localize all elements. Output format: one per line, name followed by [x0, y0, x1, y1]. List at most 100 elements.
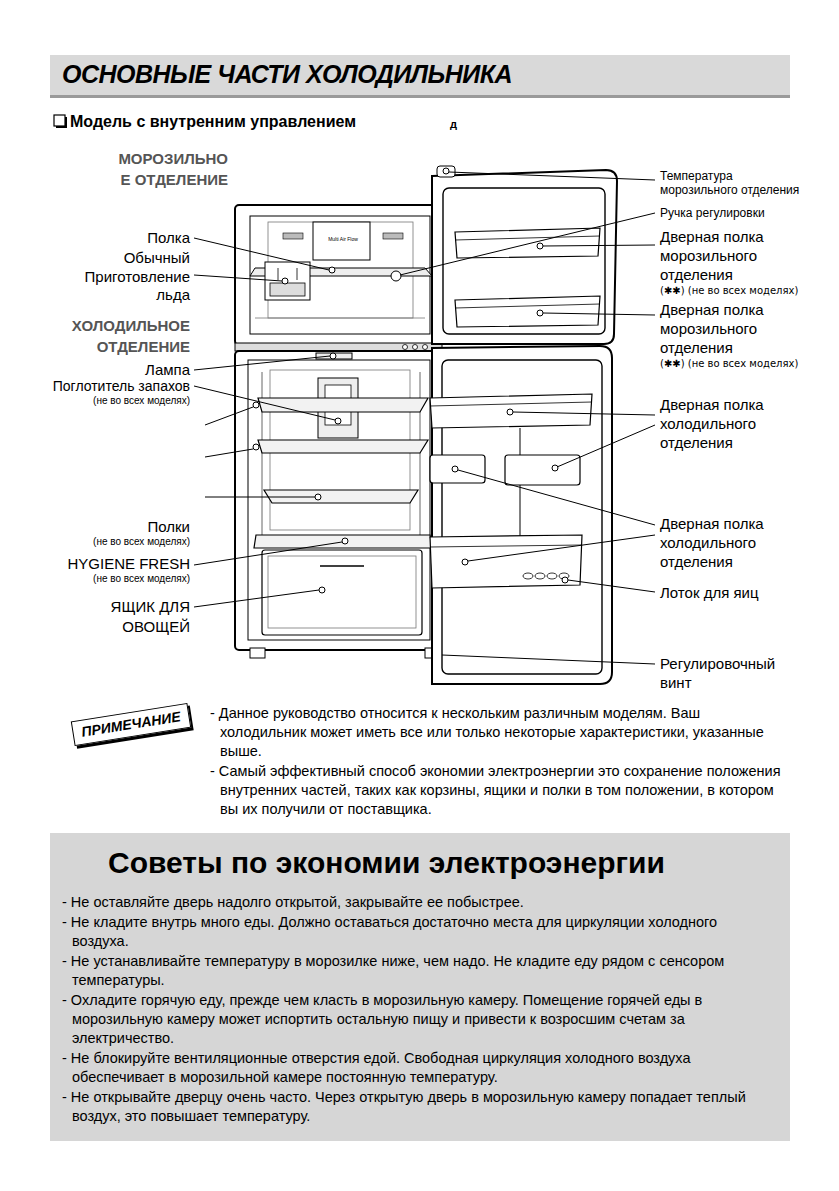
part-label-wrap: Обычный Приготовление льда — [78, 249, 190, 305]
drawing-part — [235, 343, 442, 351]
drawing-part — [391, 271, 401, 281]
compartment-name-wrap: ХОЛОДИЛЬНОЕ ОТДЕЛЕНИЕ — [40, 315, 190, 357]
tip-item: - Не кладите внутрь много еды. Должно ос… — [62, 913, 776, 951]
compartment-name: МОРОЗИЛЬНО Е ОТДЕЛЕНИЕ — [112, 148, 228, 190]
drawing-part — [205, 449, 253, 457]
part-label-wrap: Полки — [80, 518, 190, 536]
drawing-part — [297, 268, 298, 280]
tip-item: - Не устанавливайте температуру в морози… — [62, 952, 776, 990]
part-label: Полки — [80, 518, 190, 536]
drawing-part — [194, 275, 282, 281]
availability-note-wrap: (не во всех моделях) — [20, 535, 190, 548]
drawing-part — [562, 577, 568, 583]
drawing-part — [315, 494, 321, 500]
part-label: Обычный Приготовление льда — [78, 249, 190, 305]
drawing-part — [458, 470, 655, 525]
drawing-part — [316, 353, 352, 359]
drawing-part — [282, 278, 288, 284]
drawing-part — [235, 351, 442, 650]
drawing-part — [54, 115, 65, 126]
availability-note-wrap: (✱✱) (не во всех моделях) — [660, 357, 835, 370]
drawing-part — [505, 455, 580, 485]
drawing-part — [283, 233, 303, 239]
drawing-part — [254, 535, 432, 548]
drawing-part — [442, 655, 655, 664]
section-heading-wrap: Модель с внутренним управлением — [70, 112, 440, 132]
part-label-wrap: Поглотитель запахов — [20, 378, 190, 394]
drawing-part — [413, 345, 418, 350]
part-label-wrap: Дверная полка холодильного отделения — [660, 514, 795, 571]
note-stamp: ПРИМЕЧАНИЕ — [71, 703, 191, 746]
drawing-part — [282, 243, 568, 593]
tips-panel: Советы по экономии электроэнергии- Не ос… — [50, 833, 790, 1141]
mark-letter: д — [450, 117, 470, 131]
part-label: Температура морозильного отделения — [660, 169, 810, 197]
part-label: Дверная полка холодильного отделения — [660, 514, 795, 571]
panel-text: Multi Air Flow — [315, 236, 371, 242]
part-label-wrap: Полка — [80, 229, 190, 247]
drawing-part — [258, 398, 428, 412]
availability-note: (не во всех моделях) — [20, 572, 190, 585]
part-label-wrap: Лоток для яиц — [660, 584, 830, 602]
drawing-part — [443, 168, 449, 174]
drawing-part — [543, 245, 655, 246]
drawing-part — [430, 535, 582, 588]
drawing-part — [537, 310, 543, 316]
part-label-wrap: Лампа — [80, 361, 190, 379]
drawing-part — [523, 573, 533, 579]
part-label-wrap: Дверная полка морозильного отделения — [660, 227, 795, 284]
availability-note: (✱✱) (не во всех моделях) — [660, 284, 835, 297]
drawing-part — [330, 353, 336, 359]
tip-item: - Не открывайте дверцу очень часто. Чере… — [62, 1088, 776, 1126]
drawing-part — [253, 444, 259, 450]
part-label-wrap: HYGIENE FRESH — [20, 555, 190, 573]
part-label: Регулировочный винт — [660, 654, 795, 692]
note-text-wrap: - Самый эффективный способ экономии элек… — [210, 762, 790, 819]
drawing-part — [253, 402, 259, 408]
drawing-part — [342, 538, 348, 544]
availability-note: (✱✱) (не во всех моделях) — [660, 357, 835, 370]
drawing-part — [535, 573, 545, 579]
part-label-wrap: Дверная полка холодильного отделения — [660, 395, 795, 452]
drawing-part — [423, 345, 428, 350]
tip-item: - Охладите горячую еду, прежде чем класт… — [62, 991, 776, 1048]
drawing-part — [455, 228, 600, 258]
drawing-part — [543, 313, 655, 315]
part-label-wrap: Ручка регулировки — [660, 206, 810, 220]
drawing-part — [452, 466, 458, 472]
tip-item: - Не оставляйте дверь надолго открытой, … — [62, 893, 776, 912]
drawing-part — [455, 236, 600, 240]
drawing-part — [403, 345, 408, 350]
mark-letter-wrap: д — [450, 117, 470, 131]
compartment-name: ХОЛОДИЛЬНОЕ ОТДЕЛЕНИЕ — [40, 315, 190, 357]
drawing-part — [557, 425, 655, 467]
drawing-part — [235, 205, 442, 345]
part-label-wrap: Регулировочный винт — [660, 654, 795, 692]
part-label: Лоток для яиц — [660, 584, 830, 602]
drawing-part — [462, 559, 468, 565]
panel-text-wrap: Multi Air Flow — [315, 236, 371, 242]
drawing-part — [262, 550, 422, 635]
tip-item: - Не блокируйте вентиляционные отверстия… — [62, 1049, 776, 1087]
part-label: Поглотитель запахов — [20, 378, 190, 394]
drawing-part — [335, 418, 341, 424]
drawing-part — [443, 188, 605, 334]
drawing-part — [455, 296, 600, 327]
drawing-part — [194, 356, 330, 370]
drawing-part — [265, 262, 310, 300]
drawing-part — [552, 465, 558, 471]
availability-note: (не во всех моделях) — [20, 535, 190, 548]
drawing-part — [194, 590, 319, 607]
drawing-part — [430, 402, 592, 406]
note-text-wrap: - Данное руководство относится к несколь… — [210, 704, 790, 761]
stamp-text: ПРИМЕЧАНИЕ — [80, 708, 181, 740]
drawing-part — [248, 360, 430, 640]
drawing-part — [455, 304, 600, 308]
drawing-part — [194, 386, 335, 420]
drawing-part — [430, 455, 485, 483]
drawing-part — [268, 556, 416, 628]
drawing-part — [383, 233, 403, 239]
drawing-part — [65, 117, 67, 128]
part-label: Дверная полка холодильного отделения — [660, 395, 795, 452]
drawing-part — [194, 542, 342, 565]
